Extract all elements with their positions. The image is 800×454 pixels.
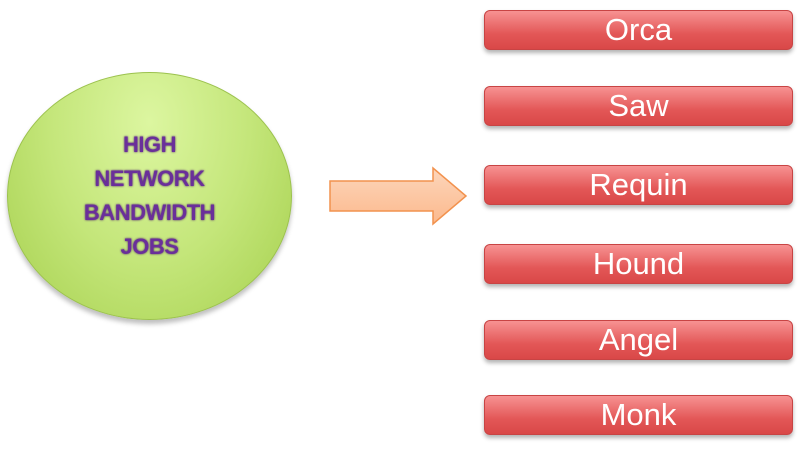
- target-box-requin: Requin: [484, 165, 793, 205]
- target-box-saw: Saw: [484, 86, 793, 126]
- source-label: HIGH NETWORK BANDWIDTH JOBS: [83, 131, 216, 260]
- target-label: Saw: [608, 88, 669, 123]
- target-label: Requin: [589, 167, 688, 202]
- target-label: Hound: [592, 246, 685, 281]
- target-box-orca: Orca: [484, 10, 793, 50]
- target-label: Orca: [604, 12, 673, 47]
- target-box-angel: Angel: [484, 320, 793, 360]
- right-arrow-icon: [329, 166, 468, 226]
- target-label: Angel: [598, 322, 679, 357]
- target-label: Monk: [600, 397, 677, 432]
- target-box-hound: Hound: [484, 244, 793, 284]
- source-ellipse: HIGH NETWORK BANDWIDTH JOBS: [7, 72, 292, 320]
- target-box-monk: Monk: [484, 395, 793, 435]
